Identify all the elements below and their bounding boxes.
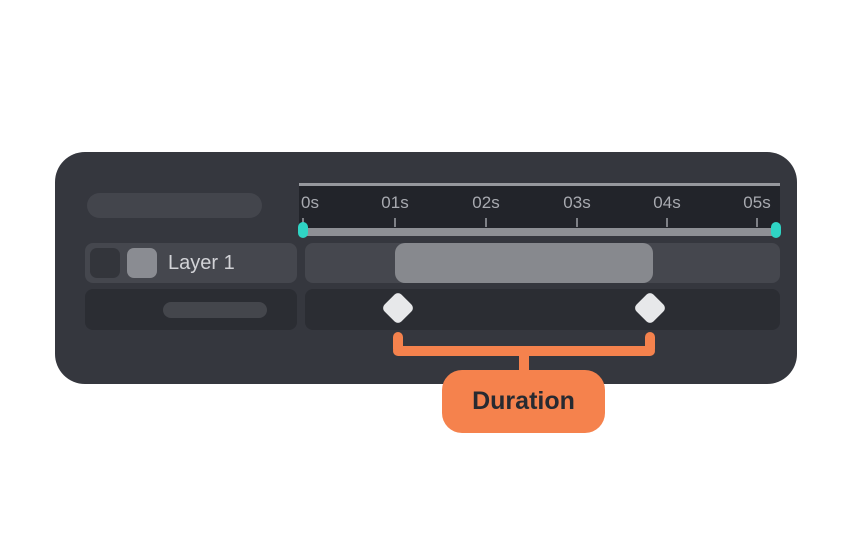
layer-name-label: Layer 1	[168, 252, 235, 274]
layer-track[interactable]	[305, 243, 780, 283]
keyframe-diamond-icon[interactable]	[381, 291, 415, 325]
lock-toggle-icon[interactable]	[127, 248, 157, 278]
keyframe-diamond-icon[interactable]	[633, 291, 667, 325]
ruler-tick-label: 03s	[563, 193, 591, 212]
clip-segment[interactable]	[395, 243, 653, 283]
ruler-tick-label: 02s	[472, 193, 500, 212]
ruler-tick-mark	[485, 218, 487, 227]
bracket-right-end	[645, 332, 655, 354]
duration-badge: Duration	[442, 370, 605, 433]
bracket-stem	[519, 348, 529, 375]
ruler-top-border	[299, 183, 780, 186]
range-start-handle[interactable]	[298, 222, 308, 238]
ruler-scale[interactable]: 0s 01s 02s 03s 04s 05s	[299, 186, 780, 228]
ruler-tick-mark	[666, 218, 668, 227]
timeline-panel: 0s 01s 02s 03s 04s 05s Layer 1	[55, 152, 797, 384]
scrub-bar[interactable]	[299, 228, 780, 236]
ruler-tick-mark	[394, 218, 396, 227]
timeline-ruler[interactable]: 0s 01s 02s 03s 04s 05s	[298, 183, 781, 238]
ruler-tick-label: 04s	[653, 193, 681, 212]
ruler-tick-label: 05s	[743, 193, 771, 212]
visibility-toggle-icon[interactable]	[90, 248, 120, 278]
ruler-tick-label: 01s	[381, 193, 409, 212]
bracket-left-end	[393, 332, 403, 354]
skeleton-pill	[163, 302, 267, 318]
duration-badge-label: Duration	[472, 387, 575, 415]
skeleton-pill	[87, 193, 262, 218]
layer-row-header[interactable]: Layer 1	[85, 243, 297, 283]
ruler-tick-mark	[756, 218, 758, 227]
keyframe-track[interactable]	[305, 289, 780, 330]
range-end-handle[interactable]	[771, 222, 781, 238]
ruler-tick-mark	[576, 218, 578, 227]
ruler-tick-label: 0s	[301, 193, 319, 212]
property-row-header	[85, 289, 297, 330]
